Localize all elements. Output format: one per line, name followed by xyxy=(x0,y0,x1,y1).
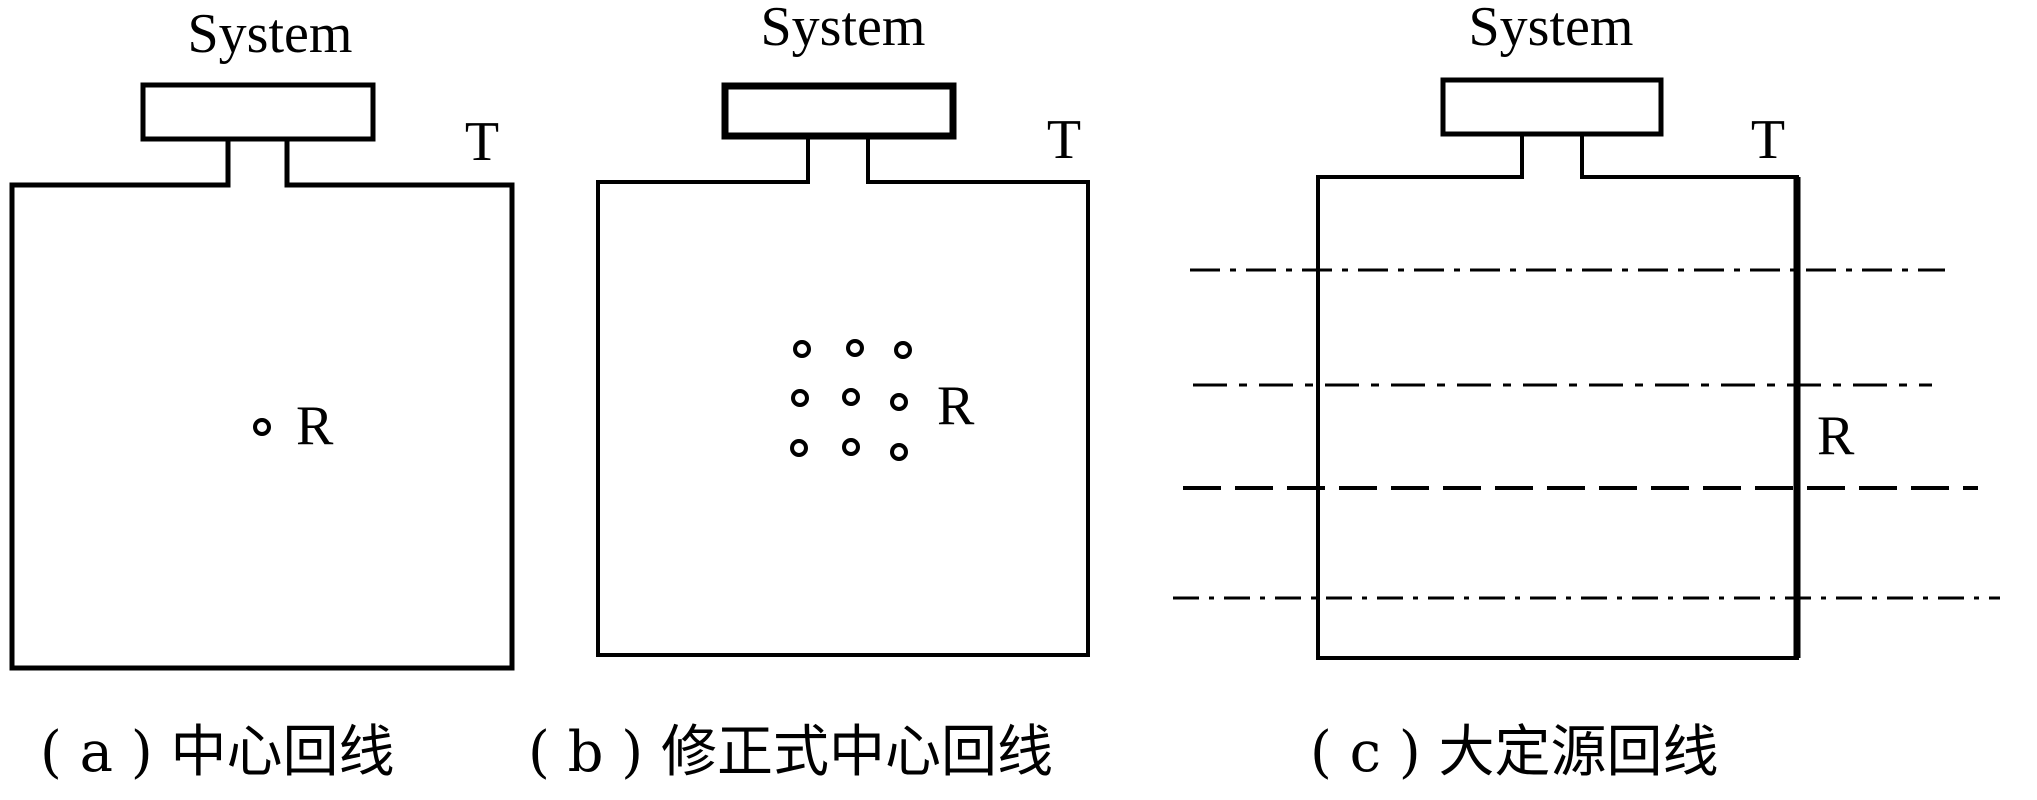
panel-b-receiver-coil xyxy=(846,339,864,357)
panel-b-system-label: System xyxy=(761,0,926,58)
panel-a-receiver-coil xyxy=(253,418,271,436)
panel-b-system-box xyxy=(721,82,957,140)
panel-c-caption: ( c ) 大定源回线 xyxy=(1310,720,1719,785)
panel-c-transmitter-loop xyxy=(1316,134,1799,660)
panel-c-system-box xyxy=(1440,77,1664,137)
panel-b-caption: ( b ) 修正式中心回线 xyxy=(528,720,1053,785)
panel-a-system-box xyxy=(140,82,376,142)
panel-a-receiver-label: R xyxy=(296,395,334,457)
panel-c-receiver-label: R xyxy=(1817,405,1855,467)
panel-a: System T R xyxy=(9,3,515,671)
panel-b-receiver-coil xyxy=(842,388,860,406)
panel-b-receiver-coil xyxy=(890,443,908,461)
panel-b-receiver-coil xyxy=(790,439,808,457)
panel-a-transmitter-label: T xyxy=(465,111,499,173)
panel-c-transmitter-label: T xyxy=(1751,109,1785,171)
panel-b-receiver-coil xyxy=(842,438,860,456)
panel-a-system-label: System xyxy=(188,3,353,65)
panel-b-transmitter-label: T xyxy=(1047,109,1081,171)
panel-c: System T R xyxy=(1173,0,2000,660)
panel-b: System T R xyxy=(596,0,1090,657)
panel-b-receiver-coil xyxy=(894,341,912,359)
panel-c-system-label: System xyxy=(1469,0,1634,58)
panel-b-receiver-label: R xyxy=(937,375,975,437)
panel-b-transmitter-loop xyxy=(596,136,1090,657)
panel-b-receiver-coil xyxy=(890,393,908,411)
panel-b-receiver-coil xyxy=(791,389,809,407)
panel-a-transmitter-loop xyxy=(9,139,515,671)
panel-b-receiver-coil xyxy=(793,340,811,358)
panel-b-receiver-grid xyxy=(790,339,912,461)
panel-a-caption: ( a ) 中心回线 xyxy=(40,720,395,785)
